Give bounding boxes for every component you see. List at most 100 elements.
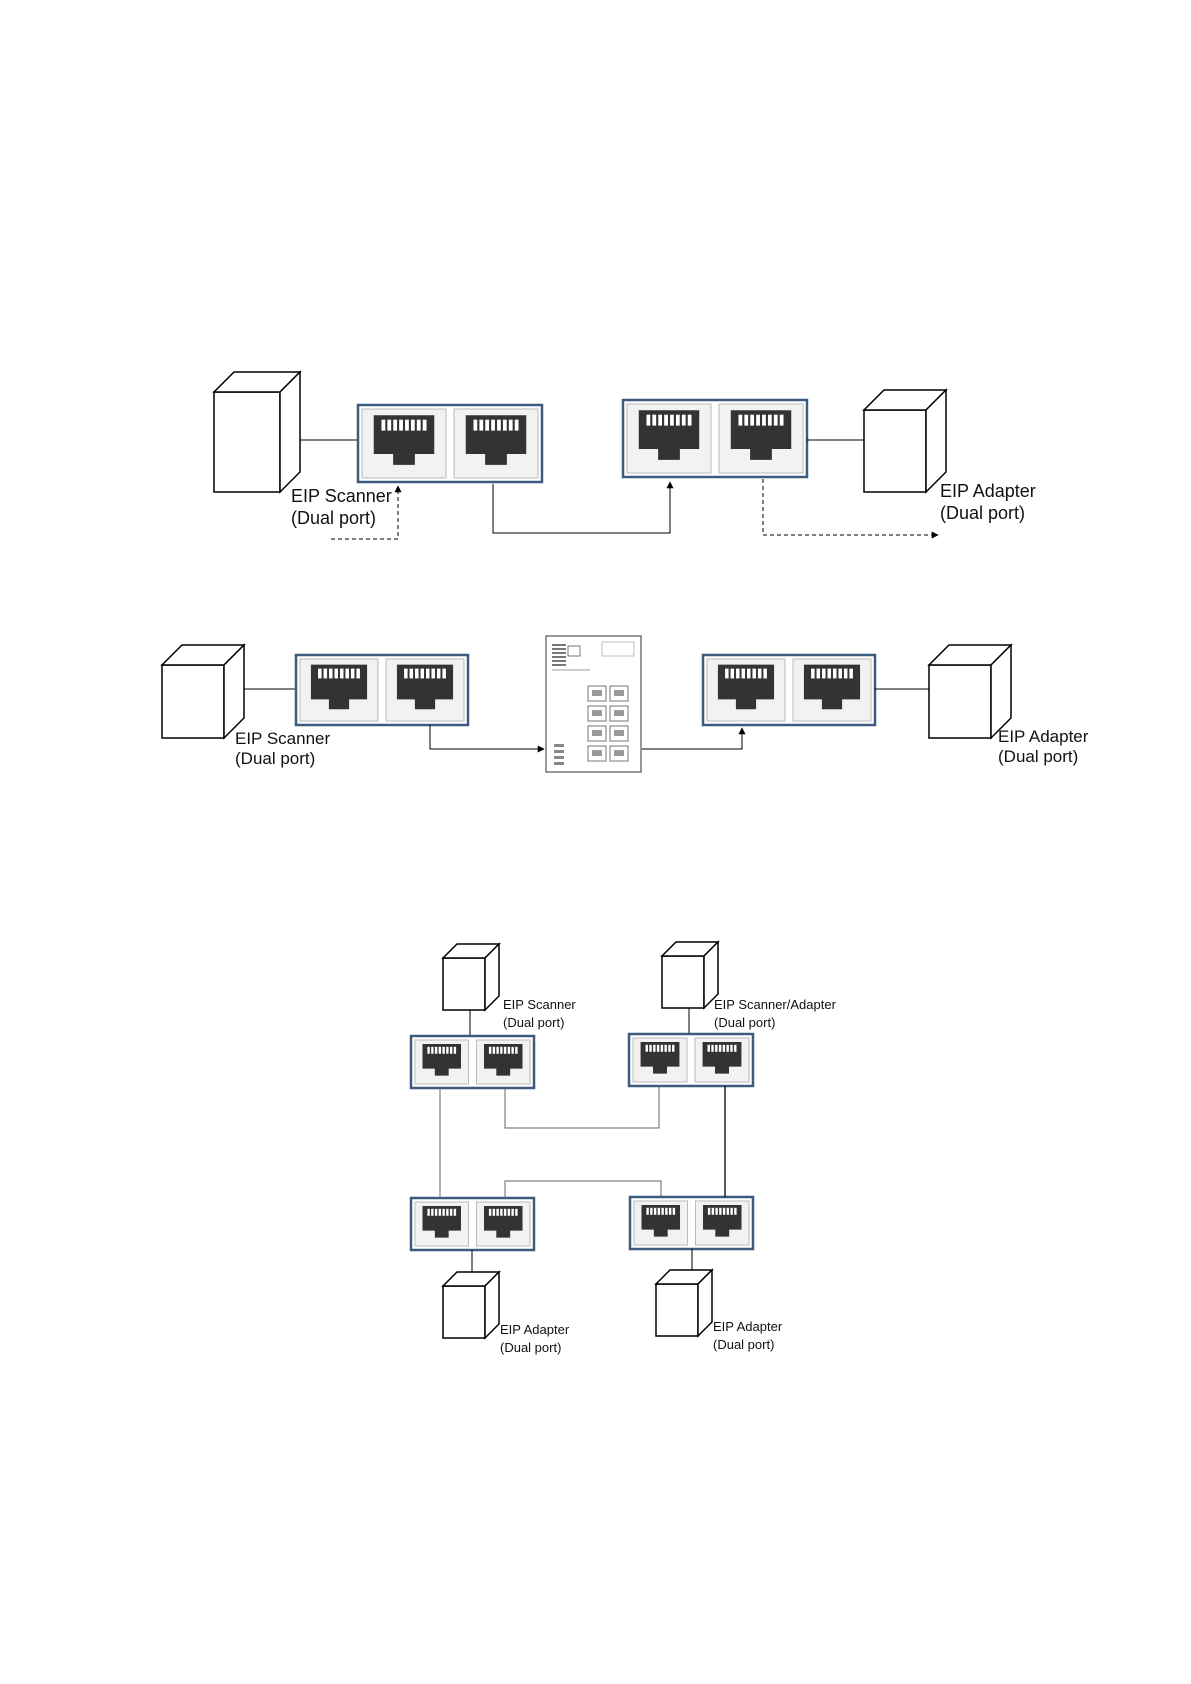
rj45-pin: [387, 420, 391, 431]
rj45-pin: [708, 1045, 710, 1052]
rj45-pin: [454, 1047, 456, 1054]
adapter-right-sublabel: (Dual port): [713, 1337, 774, 1352]
scanner-sublabel: (Dual port): [503, 1015, 564, 1030]
rj45-pin: [511, 1047, 513, 1054]
rj45-pin: [493, 1209, 495, 1216]
rj45-pin: [329, 669, 333, 679]
rj45-pin: [668, 1045, 670, 1052]
rj45-pin: [450, 1209, 452, 1216]
rj45-pin: [817, 669, 821, 679]
cube-front-face: [443, 1286, 485, 1338]
scanner-to-switch-cable: [430, 725, 544, 749]
rj45-pin: [711, 1045, 713, 1052]
cube-side-face: [280, 372, 300, 492]
adapter-port-module: [703, 655, 875, 725]
rj45-pin: [511, 1209, 513, 1216]
rj45-pin: [439, 1209, 441, 1216]
scanner-sublabel: (Dual port): [235, 749, 315, 768]
rj45-pin: [669, 1208, 671, 1215]
rj45-pin: [417, 420, 421, 431]
scanner-label: EIP Scanner: [235, 729, 330, 748]
rj45-pin: [431, 1209, 433, 1216]
rj45-pin: [318, 669, 322, 679]
ring-cable-middle: [505, 1181, 661, 1198]
rj45-pin: [356, 669, 360, 679]
rj45-pin: [515, 420, 519, 431]
adapter-right-port-module: [630, 1197, 753, 1249]
rj45-pin: [658, 415, 662, 426]
rj45-pin: [410, 669, 414, 679]
rj45-pin: [411, 420, 415, 431]
ethernet-cable-line: [493, 482, 670, 533]
scanner-label: EIP Scanner: [291, 486, 392, 506]
rj45-pin: [404, 669, 408, 679]
rj45-pin: [712, 1208, 714, 1215]
rj45-pin: [665, 1208, 667, 1215]
rj45-pin: [431, 1047, 433, 1054]
rj45-pin: [650, 1208, 652, 1215]
switch-port-jack: [614, 690, 624, 696]
rj45-pin: [730, 1045, 732, 1052]
adapter-device-icon: [864, 390, 946, 492]
adapter-label: EIP Adapter: [940, 481, 1036, 501]
diagram-3-ring-topology: EIP Scanner (Dual port) EIP Scanner/Adap…: [411, 942, 837, 1355]
rj45-pin: [493, 1047, 495, 1054]
rj45-pin: [726, 1045, 728, 1052]
rj45-pin: [658, 1208, 660, 1215]
switch-to-adapter-cable: [642, 728, 742, 749]
rj45-pin: [439, 1047, 441, 1054]
cube-front-face: [162, 665, 224, 738]
switch-port-jack: [592, 750, 602, 756]
switch-port-jack: [614, 730, 624, 736]
scanner-label: EIP Scanner: [503, 997, 576, 1012]
cube-front-face: [214, 392, 280, 492]
ring-cable-top: [505, 1086, 659, 1128]
rj45-pin: [489, 1209, 491, 1216]
rj45-pin: [515, 1047, 517, 1054]
rj45-pin: [828, 669, 832, 679]
rj45-pin: [446, 1209, 448, 1216]
adapter-sublabel: (Dual port): [940, 503, 1025, 523]
adapter-left-sublabel: (Dual port): [500, 1340, 561, 1355]
rj45-pin: [762, 415, 766, 426]
scanner-port-module: [358, 405, 542, 482]
cube-front-face: [443, 958, 485, 1010]
scanner-port-module: [411, 1036, 534, 1088]
rj45-pin: [504, 1209, 506, 1216]
rj45-pin: [437, 669, 441, 679]
rj45-pin: [723, 1045, 725, 1052]
rj45-pin: [435, 1209, 437, 1216]
diagram-2-switch-topology: EIP Scanner (Dual port) EIP Adapter (Dua…: [162, 636, 1089, 772]
switch-indicator: [554, 756, 564, 759]
rj45-pin: [708, 1208, 710, 1215]
scanner-device-icon: [214, 372, 300, 492]
rj45-pin: [744, 415, 748, 426]
rj45-pin: [742, 669, 746, 679]
rj45-pin: [676, 415, 680, 426]
rj45-pin: [727, 1208, 729, 1215]
switch-port-jack: [592, 730, 602, 736]
rj45-pin: [672, 1045, 674, 1052]
switch-port-jack: [614, 710, 624, 716]
switch-led: [552, 664, 566, 666]
switch-port-jack: [592, 710, 602, 716]
rj45-pin: [758, 669, 762, 679]
rj45-pin: [415, 669, 419, 679]
rj45-pin: [435, 1047, 437, 1054]
rj45-pin: [763, 669, 767, 679]
scanner-adapter-sublabel: (Dual port): [714, 1015, 775, 1030]
rj45-pin: [734, 1208, 736, 1215]
rj45-pin: [497, 420, 501, 431]
rj45-pin: [423, 420, 427, 431]
rj45-pin: [509, 420, 513, 431]
rj45-pin: [393, 420, 397, 431]
rj45-pin: [646, 1045, 648, 1052]
rj45-pin: [849, 669, 853, 679]
rj45-pin: [833, 669, 837, 679]
cube-front-face: [929, 665, 991, 738]
rj45-pin: [473, 420, 477, 431]
cube-front-face: [662, 956, 704, 1008]
rj45-pin: [730, 1208, 732, 1215]
rj45-pin: [736, 669, 740, 679]
adapter-right-label: EIP Adapter: [713, 1319, 783, 1334]
